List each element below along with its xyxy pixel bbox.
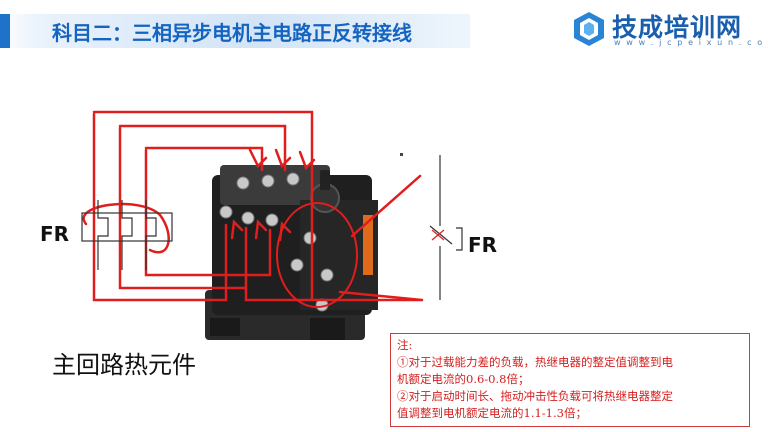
title-accent-bar: [0, 14, 10, 48]
screw-bottom-1: [219, 205, 233, 219]
note-line-1: ①对于过载能力差的负载，热继电器的整定值调整到电: [397, 355, 673, 369]
fr-label-left: FR: [40, 222, 70, 246]
note-box: 注: ①对于过载能力差的负载，热继电器的整定值调整到电 机额定电流的0.6-0.…: [390, 333, 750, 427]
screw-aux-1: [303, 231, 317, 245]
heater-line-3: [145, 200, 157, 270]
note-line-4: 值调整到电机额定电流的1.1-1.3倍；: [397, 406, 587, 420]
fr-label-right: FR: [468, 233, 498, 257]
logo-name: 技成培训网: [612, 13, 743, 42]
aux-contact-circle: [276, 202, 358, 308]
arrow-1: [248, 148, 268, 169]
heater-line-1: [97, 200, 109, 270]
pointer-line-1: [350, 174, 422, 238]
logo-url: w w w . j c p e i x u n . c o m: [614, 38, 768, 47]
note-line-3: ②对于启动时间长、拖动冲击性负载可将热继电器整定: [397, 389, 673, 403]
note-line-2: 机额定电流的0.6-0.8倍；: [397, 372, 530, 386]
heater-line-2: [121, 200, 133, 270]
thermal-element-symbol: [81, 200, 173, 270]
screw-aux-3: [320, 268, 334, 282]
wire-top-middle: [118, 126, 248, 290]
dial-knob: [320, 170, 330, 190]
screw-bottom-3: [265, 213, 279, 227]
contact-cross: [431, 229, 445, 241]
wire-right-lower: [244, 286, 422, 302]
mounting-foot-left: [210, 318, 240, 336]
arrow-4: [230, 219, 244, 240]
mounting-foot-right: [310, 318, 345, 340]
arrow-2: [274, 148, 292, 169]
red-wires: [82, 110, 424, 308]
relay-orange-label: [363, 215, 373, 275]
title-bar: [0, 14, 470, 48]
contact-blade: [429, 225, 453, 245]
contact-actuator: [456, 227, 463, 251]
nc-contact-symbol: [429, 155, 463, 300]
thermal-relay-photo: [205, 165, 378, 340]
arrow-3: [298, 150, 316, 171]
wire-top-outer: [92, 110, 314, 174]
slide-title: 科目二：三相异步电机主电路正反转接线: [52, 21, 412, 45]
small-dot-marker: [400, 153, 403, 156]
screw-top-1: [236, 176, 250, 190]
screw-terminals-bottom: [219, 205, 334, 312]
screw-top-3: [286, 172, 300, 186]
logo-icon: [574, 12, 604, 46]
screw-bottom-2: [241, 211, 255, 225]
caption-main-circuit-thermal-element: 主回路热元件: [52, 351, 196, 379]
screw-terminals-top: [236, 172, 300, 190]
screw-aux-2: [290, 258, 304, 272]
wire-outer-loop: [92, 112, 228, 302]
brand-logo: 技成培训网 w w w . j c p e i x u n . c o m: [568, 6, 768, 52]
arrow-6: [278, 221, 292, 242]
note-heading: 注:: [397, 338, 413, 352]
pointer-line-2: [338, 290, 424, 302]
arrow-5: [254, 219, 268, 240]
relay-top: [220, 165, 330, 205]
screw-top-2: [261, 174, 275, 188]
wire-mid: [118, 124, 287, 172]
thermal-element-box: [81, 212, 173, 242]
